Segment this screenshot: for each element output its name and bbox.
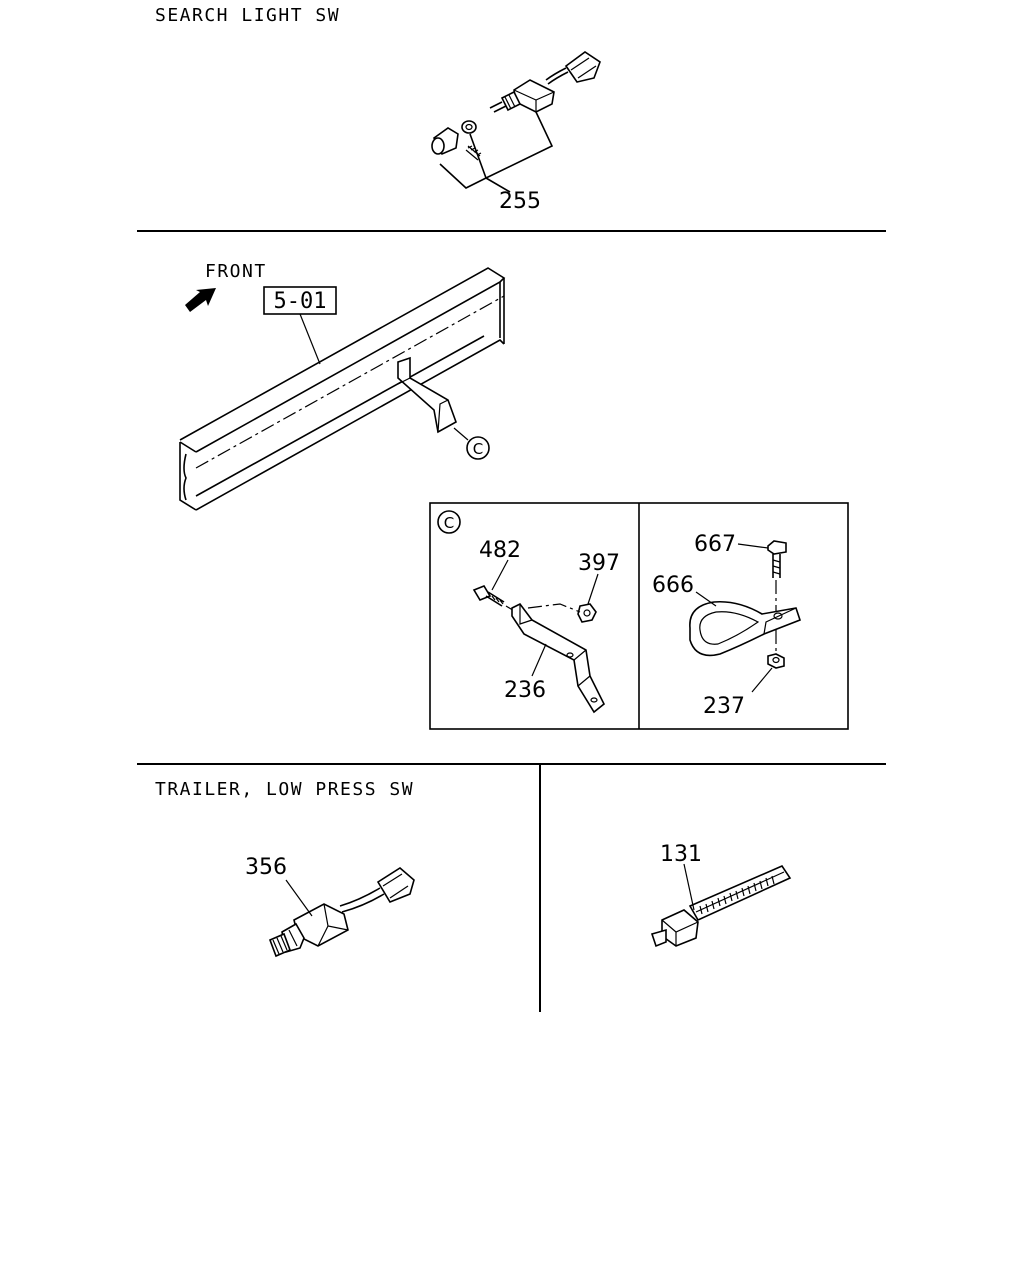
search-light-title: SEARCH LIGHT SW bbox=[155, 5, 340, 26]
detail-c-marker-label: C bbox=[444, 514, 454, 532]
search-light-switch-drawing bbox=[431, 51, 601, 193]
trailer-title: TRAILER, LOW PRESS SW bbox=[155, 779, 414, 800]
part-number-666: 666 bbox=[652, 573, 694, 598]
leader-237 bbox=[751, 667, 773, 693]
ref-leader bbox=[299, 313, 321, 365]
detail-c-marker bbox=[437, 510, 461, 534]
leader-236 bbox=[531, 643, 547, 677]
part-number-131: 131 bbox=[660, 842, 702, 867]
pressure-switch-drawing bbox=[268, 867, 415, 958]
leader-482 bbox=[491, 559, 509, 591]
part-number-356: 356 bbox=[245, 855, 287, 880]
frame-rail-drawing bbox=[179, 267, 506, 511]
part-number-397: 397 bbox=[578, 551, 620, 576]
leader-666 bbox=[695, 591, 717, 607]
bracket-236-drawing bbox=[472, 585, 606, 714]
callout-circle bbox=[466, 436, 490, 460]
part-number-237: 237 bbox=[703, 694, 745, 719]
leader-356 bbox=[285, 879, 313, 917]
leader-131 bbox=[683, 863, 695, 911]
part-number-255: 255 bbox=[499, 189, 541, 214]
leader-667 bbox=[737, 543, 769, 549]
callout-c-label: C bbox=[473, 440, 483, 458]
part-number-236: 236 bbox=[504, 678, 546, 703]
front-arrow-icon bbox=[185, 288, 216, 312]
cable-tie-drawing bbox=[650, 864, 792, 948]
leader-397 bbox=[587, 573, 599, 605]
part-number-482: 482 bbox=[479, 538, 521, 563]
part-number-667: 667 bbox=[694, 532, 736, 557]
ref-box-label: 5-01 bbox=[274, 289, 327, 314]
front-label: FRONT bbox=[205, 261, 267, 282]
clip-666-drawing bbox=[689, 540, 801, 669]
